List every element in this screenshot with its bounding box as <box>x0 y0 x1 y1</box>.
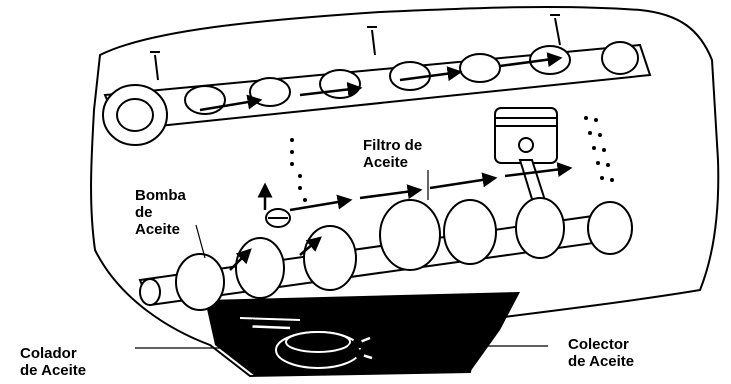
engine-block-outline <box>90 5 720 378</box>
oil-pan <box>205 292 520 376</box>
oil-drops <box>290 116 614 202</box>
label-line: de Aceite <box>20 362 87 379</box>
crankshaft <box>138 197 633 311</box>
label-line: Filtro de <box>363 137 423 154</box>
camshaft <box>102 41 652 146</box>
label-line: de <box>135 204 153 221</box>
label-colector-de-aceite: Colector de Aceite <box>568 336 634 370</box>
label-line: Bomba <box>135 187 186 204</box>
label-leaders <box>135 170 548 349</box>
oil-flow-arrows <box>199 52 573 271</box>
label-line: Aceite <box>135 221 181 238</box>
pan-arrows <box>237 319 373 363</box>
label-bomba-de-aceite: Bomba de Aceite <box>135 187 186 238</box>
oil-strainer <box>239 317 361 369</box>
oil-pump <box>265 208 291 228</box>
label-colador-de-aceite: Colador de Aceite <box>20 345 86 379</box>
label-filtro-de-aceite: Filtro de Aceite <box>363 137 422 171</box>
valve-springs <box>150 14 561 81</box>
label-line: Aceite <box>363 154 409 171</box>
label-line: de Aceite <box>568 353 635 370</box>
label-line: Colector <box>568 336 629 353</box>
label-line: Colador <box>20 345 77 362</box>
